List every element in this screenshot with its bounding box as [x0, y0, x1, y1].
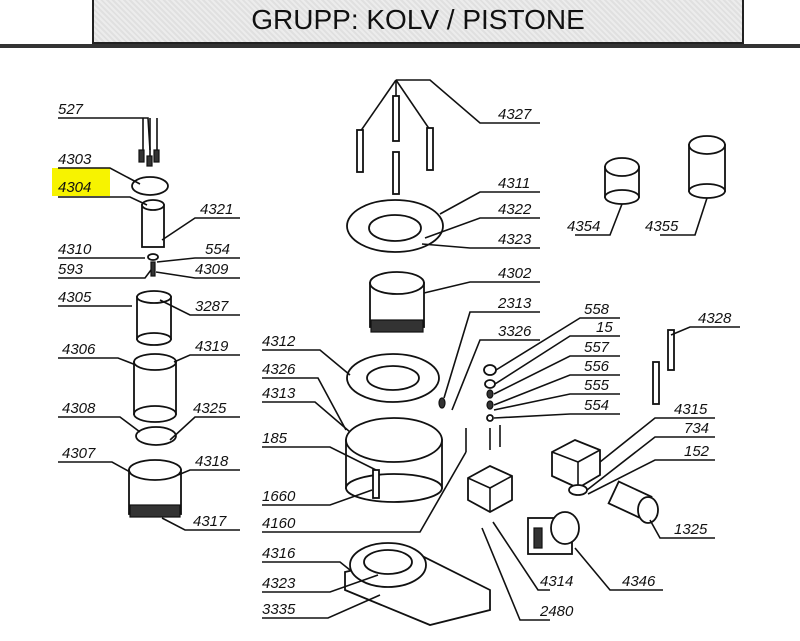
label-734: 734 — [684, 420, 709, 437]
label-558: 558 — [584, 301, 610, 318]
label-4304: 4304 — [58, 179, 91, 196]
part-2313-pin — [438, 397, 446, 409]
label-4302: 4302 — [498, 265, 532, 282]
label-4323-bottom: 4323 — [262, 575, 296, 592]
group-header: GRUPP: KOLV / PISTONE — [92, 0, 744, 44]
label-4354: 4354 — [567, 218, 600, 235]
part-4307-ring — [128, 459, 182, 518]
part-4328-bolts — [652, 329, 675, 405]
label-4327: 4327 — [498, 106, 532, 123]
label-527: 527 — [58, 101, 84, 118]
label-1660: 1660 — [262, 488, 296, 505]
part-4346-valve — [527, 511, 580, 555]
label-2313: 2313 — [497, 295, 532, 312]
label-4311: 4311 — [498, 175, 530, 192]
label-4346: 4346 — [622, 573, 656, 590]
label-4323-top: 4323 — [498, 231, 532, 248]
part-4302-piston — [369, 271, 425, 333]
label-152: 152 — [684, 443, 710, 460]
label-4316: 4316 — [262, 545, 296, 562]
label-556: 556 — [584, 358, 610, 375]
part-4306-cup — [133, 353, 177, 423]
label-4314: 4314 — [540, 573, 573, 590]
label-4355: 4355 — [645, 218, 679, 235]
label-4328: 4328 — [698, 310, 732, 327]
part-555-558-stack — [483, 364, 497, 422]
label-4321: 4321 — [200, 201, 233, 218]
label-554: 554 — [205, 241, 230, 258]
part-4316-base-plate — [344, 542, 491, 626]
label-4313: 4313 — [262, 385, 296, 402]
label-4315: 4315 — [674, 401, 708, 418]
part-1325-fitting — [607, 480, 659, 524]
label-4303: 4303 — [58, 151, 92, 168]
label-4325: 4325 — [193, 400, 227, 417]
label-3326: 3326 — [498, 323, 532, 340]
leader-lines — [58, 79, 740, 621]
label-15: 15 — [596, 319, 613, 336]
part-4308-star-disc — [135, 426, 177, 446]
part-4303-disc — [131, 176, 169, 196]
label-4326: 4326 — [262, 361, 296, 378]
part-4355-cap — [688, 135, 726, 199]
part-527-screws — [138, 118, 160, 167]
part-4310-washer — [147, 253, 159, 261]
part-4315-block — [551, 439, 601, 496]
label-4307: 4307 — [62, 445, 96, 462]
label-4318: 4318 — [195, 453, 229, 470]
label-4312: 4312 — [262, 333, 296, 350]
part-4313-housing — [345, 417, 443, 503]
label-4322: 4322 — [498, 201, 532, 218]
highlight-4304 — [52, 168, 110, 196]
label-1325: 1325 — [674, 521, 708, 538]
label-4309: 4309 — [195, 261, 229, 278]
label-4160: 4160 — [262, 515, 296, 532]
group-title: GRUPP: KOLV / PISTONE — [251, 4, 585, 35]
label-3287: 3287 — [195, 298, 229, 315]
label-185: 185 — [262, 430, 288, 447]
label-4319: 4319 — [195, 338, 229, 355]
part-labels: 527 4303 4304 4321 4310 554 593 4309 430… — [58, 101, 732, 620]
part-4327-bolts — [356, 79, 434, 195]
part-4354-cap — [604, 157, 640, 205]
label-593: 593 — [58, 261, 84, 278]
label-4306: 4306 — [62, 341, 96, 358]
label-3335: 3335 — [262, 601, 296, 618]
label-4308: 4308 — [62, 400, 96, 417]
part-4309-pin — [150, 261, 156, 277]
header-divider — [0, 44, 800, 48]
part-4311-flange — [346, 199, 444, 253]
label-2480: 2480 — [539, 603, 574, 620]
label-557: 557 — [584, 339, 610, 356]
part-4321-cylinder — [141, 199, 165, 248]
label-555: 555 — [584, 377, 610, 394]
part-4305-sleeve — [136, 290, 172, 346]
part-4312-gasket — [346, 353, 440, 403]
label-4305: 4305 — [58, 289, 92, 306]
label-4317: 4317 — [193, 513, 227, 530]
label-554-right: 554 — [584, 397, 609, 414]
label-4310: 4310 — [58, 241, 92, 258]
part-4314-block — [465, 425, 513, 514]
